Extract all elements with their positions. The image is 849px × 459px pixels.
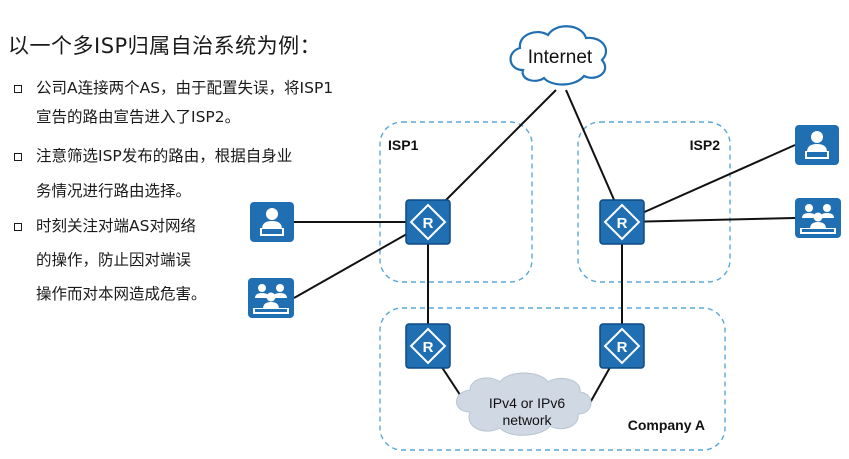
internet-label: Internet xyxy=(528,47,593,68)
network-label-line2: network xyxy=(502,412,552,428)
bullet-line: 注意筛选ISP发布的路由，根据自身业 xyxy=(36,147,293,165)
bullet-item: 时刻关注对端AS对网络 的操作，防止因对端误 操作而对本网造成危害。 xyxy=(14,209,434,311)
network-label-line1: IPv4 or IPv6 xyxy=(489,395,565,411)
link-internet-isp1 xyxy=(427,89,557,219)
bullet-line: 公司A连接两个AS，由于配置失误，将ISP1 xyxy=(36,79,334,97)
isp1-boundary xyxy=(379,121,533,283)
router-glyph: R xyxy=(617,215,628,232)
router-icon: R xyxy=(599,323,645,369)
router-glyph: R xyxy=(423,339,434,356)
router-icon: R xyxy=(405,323,451,369)
link-internet-isp2 xyxy=(565,89,623,219)
isp1-label: ISP1 xyxy=(388,137,419,153)
user-group-icon xyxy=(795,198,841,238)
user-icon xyxy=(795,125,839,165)
bullet-list: 公司A连接两个AS，由于配置失误，将ISP1 宣告的路由宣告进入了ISP2。 注… xyxy=(14,74,434,311)
bullet-line: 的操作，防止因对端误 xyxy=(36,251,192,269)
user-icon xyxy=(250,202,294,242)
isp2-boundary xyxy=(577,121,731,283)
internet-cloud-icon: Internet xyxy=(509,25,608,86)
link-isp2-user xyxy=(621,144,796,223)
page-title: 以一个多ISP归属自治系统为例： xyxy=(8,34,322,58)
bullet-line: 宣告的路由宣告进入了ISP2。 xyxy=(36,108,241,126)
user-group-icon xyxy=(248,278,294,318)
bullet-marker-icon xyxy=(14,153,22,161)
link-isp2-group xyxy=(621,217,796,223)
bullet-marker-icon xyxy=(14,223,22,231)
router-icon: R xyxy=(599,199,645,245)
company-a-label: Company A xyxy=(628,417,705,433)
network-cloud-icon: IPv4 or IPv6 network xyxy=(456,372,592,436)
isp2-label: ISP2 xyxy=(690,137,721,153)
bullet-line: 时刻关注对端AS对网络 xyxy=(36,217,196,235)
bullet-line: 务情况进行路由选择。 xyxy=(36,182,192,200)
bullet-marker-icon xyxy=(14,85,22,93)
bullet-item: 公司A连接两个AS，由于配置失误，将ISP1 宣告的路由宣告进入了ISP2。 xyxy=(14,74,434,132)
router-glyph: R xyxy=(423,215,434,232)
bullet-line: 操作而对本网造成危害。 xyxy=(36,285,207,303)
bullet-item: 注意筛选ISP发布的路由，根据自身业 务情况进行路由选择。 xyxy=(14,139,434,209)
router-glyph: R xyxy=(617,339,628,356)
router-icon: R xyxy=(405,199,451,245)
